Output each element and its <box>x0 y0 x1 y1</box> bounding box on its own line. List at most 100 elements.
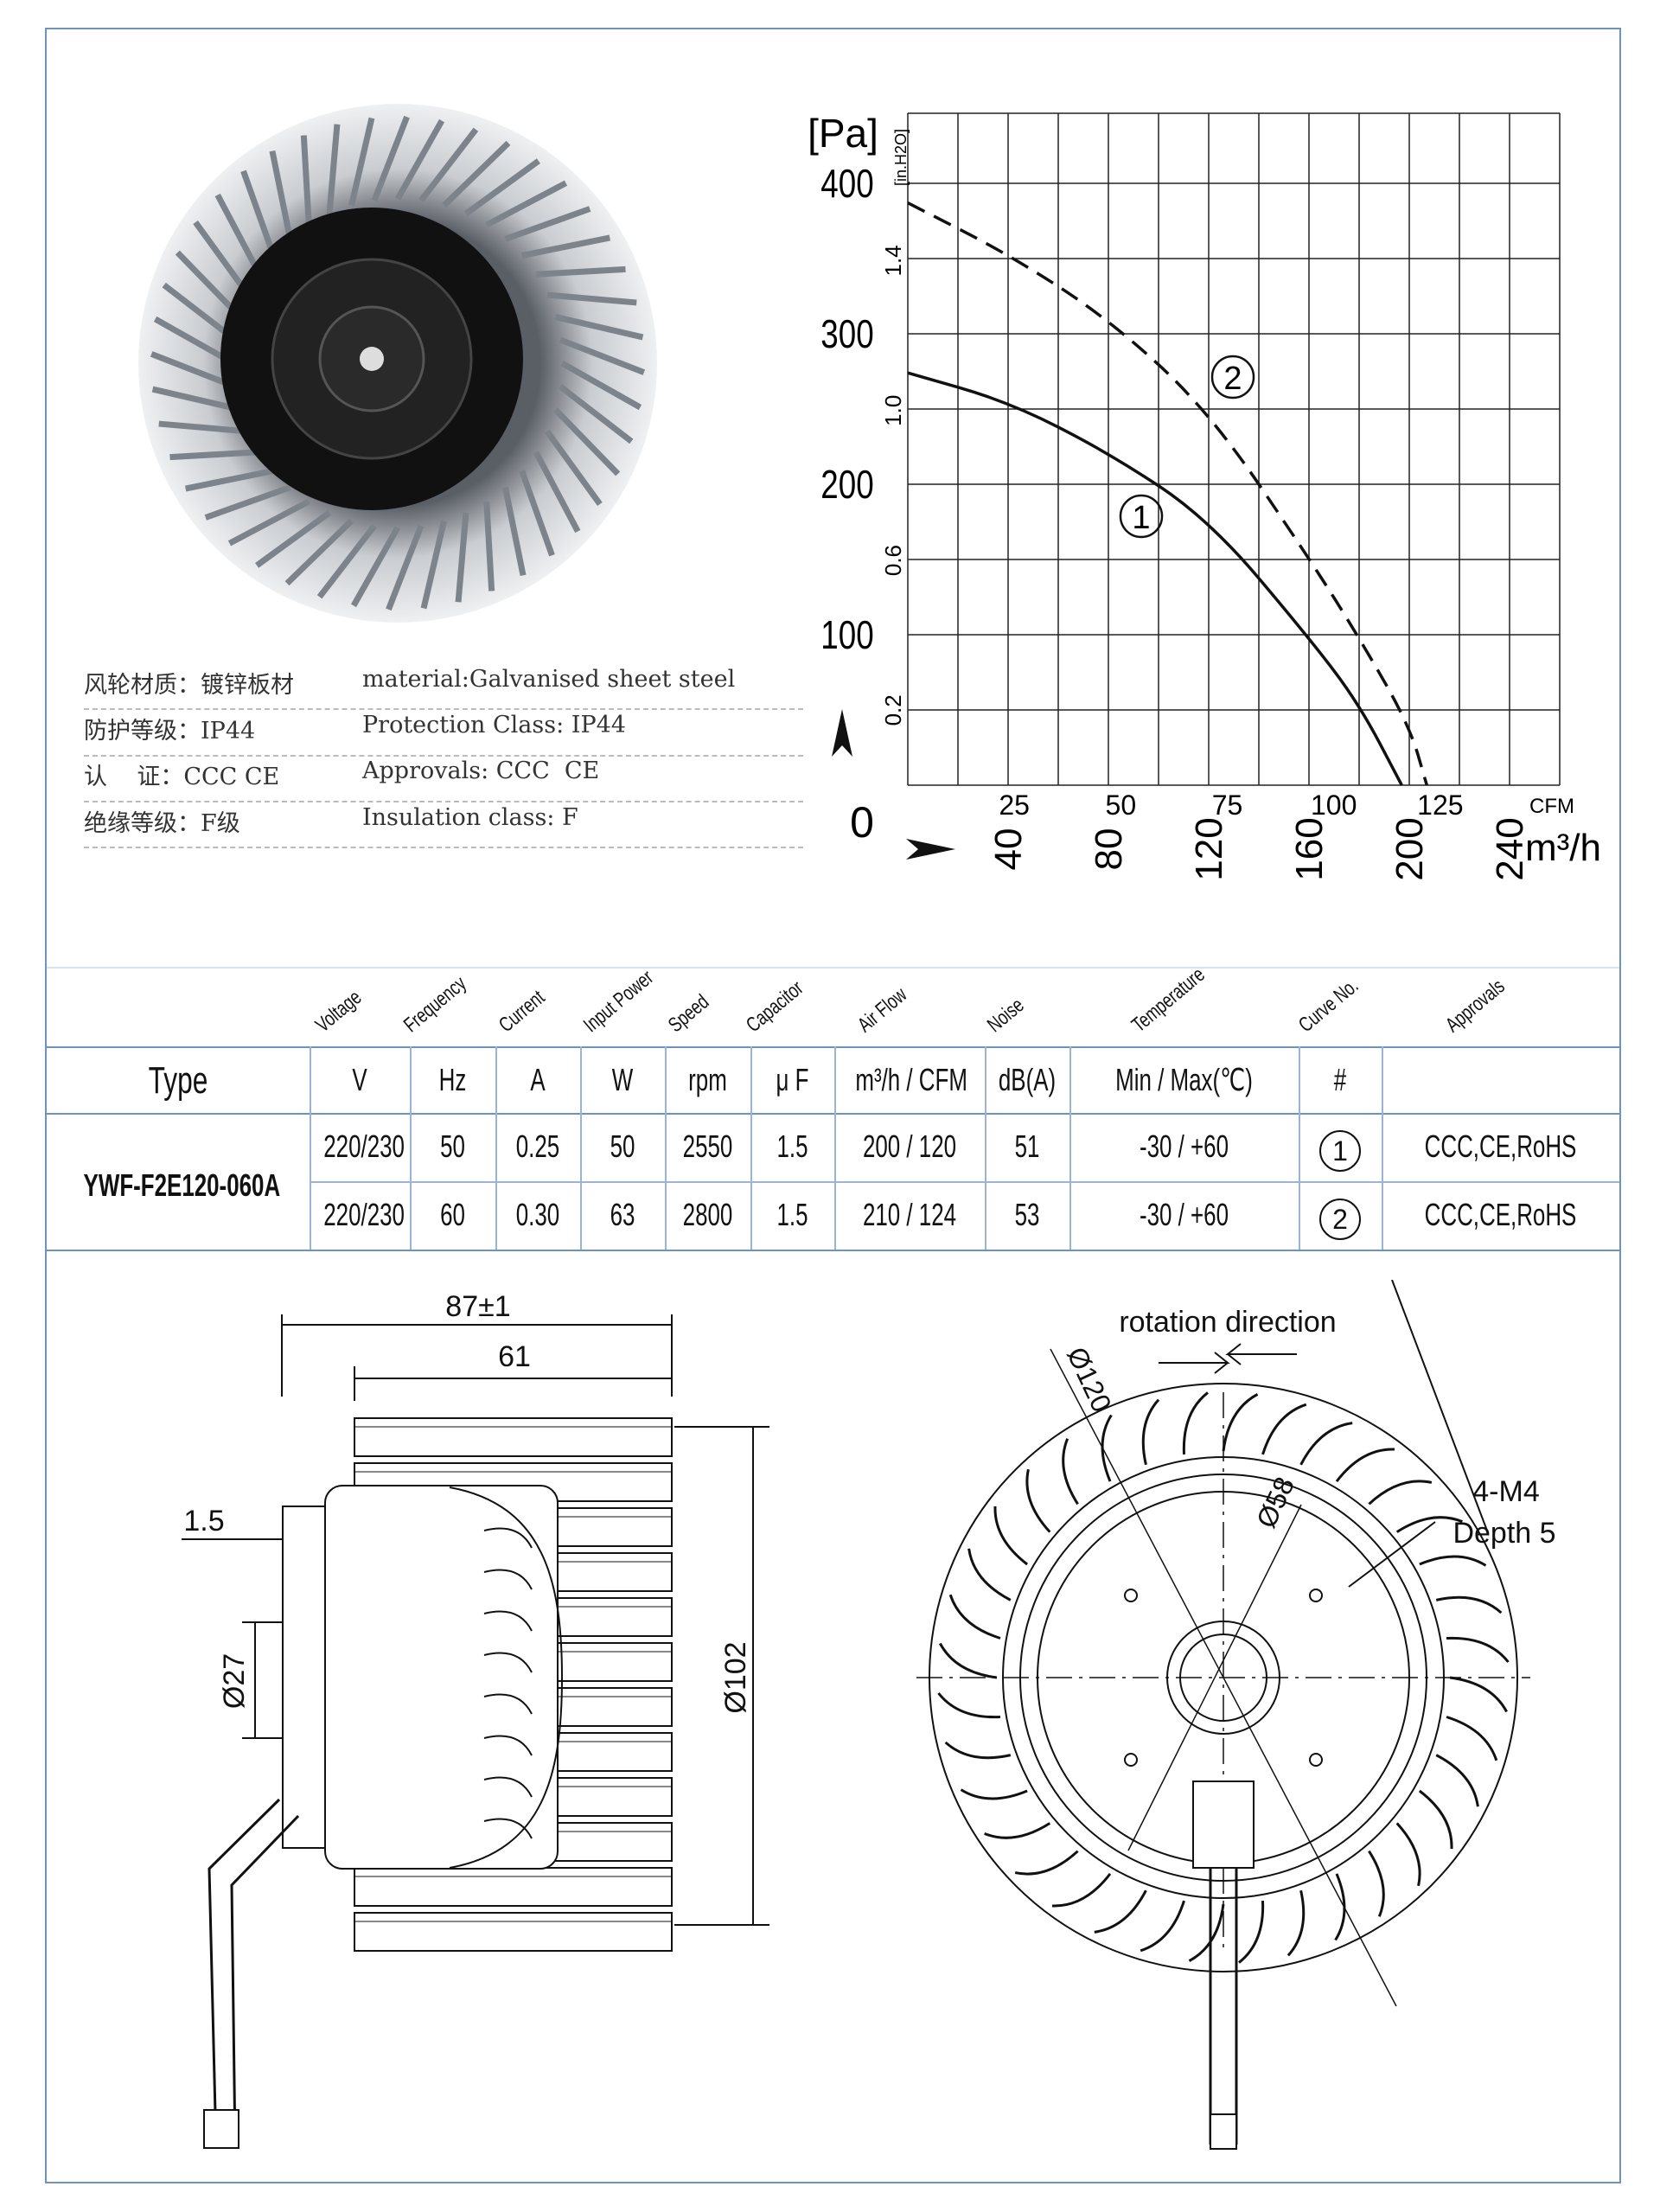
x2-tick-label: 125 <box>1417 790 1463 821</box>
y2-tick-label: 0.2 <box>880 694 906 726</box>
table-column-divider <box>1299 1046 1300 1250</box>
unit-header: dB(A) <box>998 1062 1057 1097</box>
spec-label-cn: 防护等级：IP44 <box>84 718 256 745</box>
spec-label-en: Approvals: CCC CE <box>362 758 600 784</box>
table-cell: 2550 <box>682 1128 733 1164</box>
rotation-direction-label: rotation direction <box>1119 1306 1336 1339</box>
type-header: Type <box>148 1059 208 1102</box>
spec-divider <box>84 755 803 757</box>
table-column-divider <box>495 1046 497 1250</box>
table-rule <box>47 1046 1619 1048</box>
y-tick-label: 200 <box>820 462 873 507</box>
table-cell: 51 <box>1014 1128 1040 1164</box>
x2-tick-label: 50 <box>1106 790 1137 821</box>
unit-header: V <box>352 1062 367 1097</box>
table-cell: 63 <box>610 1197 635 1232</box>
unit-header: W <box>611 1062 634 1097</box>
y2-tick-label: 0.6 <box>880 545 906 576</box>
curve-2 <box>907 201 1428 786</box>
table-column-divider <box>580 1046 582 1250</box>
dim-offset: 1.5 <box>183 1505 224 1538</box>
table-cell: 60 <box>440 1197 465 1232</box>
table-column-divider <box>985 1046 986 1250</box>
y-tick-label: 100 <box>820 612 873 657</box>
unit-header: A <box>530 1062 546 1097</box>
table-cell: 53 <box>1014 1197 1040 1232</box>
y2-axis-label: [in.H2O] <box>892 129 910 186</box>
table-cell: CCC,CE,RoHS <box>1424 1197 1577 1232</box>
dim-impeller-diameter: Ø102 <box>719 1641 752 1713</box>
spec-label-cn: 绝缘等级：F级 <box>84 810 240 837</box>
fan-photo <box>138 104 657 623</box>
curve-label-1: ①1 <box>1119 494 1164 539</box>
x-tick-label: 40 <box>987 828 1030 871</box>
x-tick-label: 160 <box>1288 817 1331 880</box>
table-column-divider <box>310 1046 311 1250</box>
table-rule <box>47 1113 1619 1115</box>
table-cell: 50 <box>610 1128 635 1164</box>
svg-text:2: 2 <box>1223 361 1242 397</box>
unit-header: m³/h / CFM <box>855 1062 967 1097</box>
y-tick-label: 300 <box>820 311 873 356</box>
table-rule <box>47 1250 1619 1251</box>
x-tick-label: 120 <box>1188 817 1230 880</box>
dim-blade-width: 61 <box>498 1340 531 1373</box>
unit-header: # <box>1333 1062 1347 1097</box>
x2-axis-label: CFM <box>1529 795 1574 818</box>
unit-header: μ F <box>776 1062 809 1097</box>
table-cell: 220/230 <box>323 1128 405 1164</box>
front-view-drawing: rotation direction Ø120 Ø58 4-M4 Depth 5 <box>916 1280 1556 2150</box>
curve-number-badge: 1 <box>1319 1130 1361 1172</box>
table-cell: -30 / +60 <box>1139 1197 1229 1232</box>
unit-header: rpm <box>688 1062 727 1097</box>
spec-divider <box>84 847 803 848</box>
curve-number-badge: 2 <box>1319 1199 1361 1240</box>
spec-label-cn: 认 证：CCC CE <box>84 764 280 790</box>
x2-tick-label: 100 <box>1311 790 1357 821</box>
depth-label: Depth 5 <box>1452 1517 1555 1550</box>
origin-label: 0 <box>850 798 874 847</box>
table-cell: -30 / +60 <box>1139 1128 1229 1164</box>
dim-hub-diameter: Ø27 <box>218 1653 251 1709</box>
curve-label-2: ②2 <box>1210 355 1255 400</box>
y2-tick-label: 1.0 <box>880 395 906 426</box>
impeller-blades <box>150 115 646 611</box>
table-cell: 1.5 <box>776 1197 808 1232</box>
spec-label-en: Protection Class: IP44 <box>362 712 626 738</box>
table-cell: 220/230 <box>323 1197 405 1232</box>
table-cell: 2800 <box>682 1197 733 1232</box>
right-arrow-icon <box>906 839 955 860</box>
x2-tick-label: 25 <box>999 790 1030 821</box>
table-cell: CCC,CE,RoHS <box>1424 1128 1577 1164</box>
x2-tick-label: 75 <box>1212 790 1243 821</box>
table-cell: 0.25 <box>515 1128 560 1164</box>
page-frame <box>45 28 1621 2183</box>
spec-label-en: Insulation class: F <box>362 804 578 831</box>
x-tick-label: 80 <box>1088 828 1130 871</box>
model-name: YWF-F2E120-060A <box>83 1167 281 1203</box>
curve-1 <box>907 371 1403 786</box>
up-arrow-icon <box>832 709 852 757</box>
x-tick-label: 200 <box>1389 817 1431 880</box>
table-cell: 200 / 120 <box>862 1128 957 1164</box>
table-column-divider <box>665 1046 667 1250</box>
performance-chart: [Pa] [in.H2O] 1002003004000.20.61.01.425… <box>808 111 1601 881</box>
front-view-blades <box>937 1391 1510 1964</box>
table-column-divider <box>834 1046 836 1250</box>
spec-label-en: material:Galvanised sheet steel <box>362 666 736 693</box>
table-cell: 50 <box>440 1128 465 1164</box>
table-cell: 1.5 <box>776 1128 808 1164</box>
table-cell: 210 / 124 <box>862 1197 957 1232</box>
table-column-divider <box>1069 1046 1071 1250</box>
spec-label-cn: 风轮材质：镀锌板材 <box>84 672 294 699</box>
table-cell: 0.30 <box>515 1197 560 1232</box>
unit-header: Min / Max(℃) <box>1115 1062 1253 1097</box>
spec-divider <box>84 708 803 710</box>
table-column-divider <box>750 1046 752 1250</box>
thread-label: 4-M4 <box>1472 1475 1539 1508</box>
x-axis-label: m³/h <box>1525 827 1601 869</box>
svg-text:1: 1 <box>1132 500 1150 536</box>
curve-number: 2② <box>1299 1199 1382 1240</box>
unit-header: Hz <box>438 1062 467 1097</box>
